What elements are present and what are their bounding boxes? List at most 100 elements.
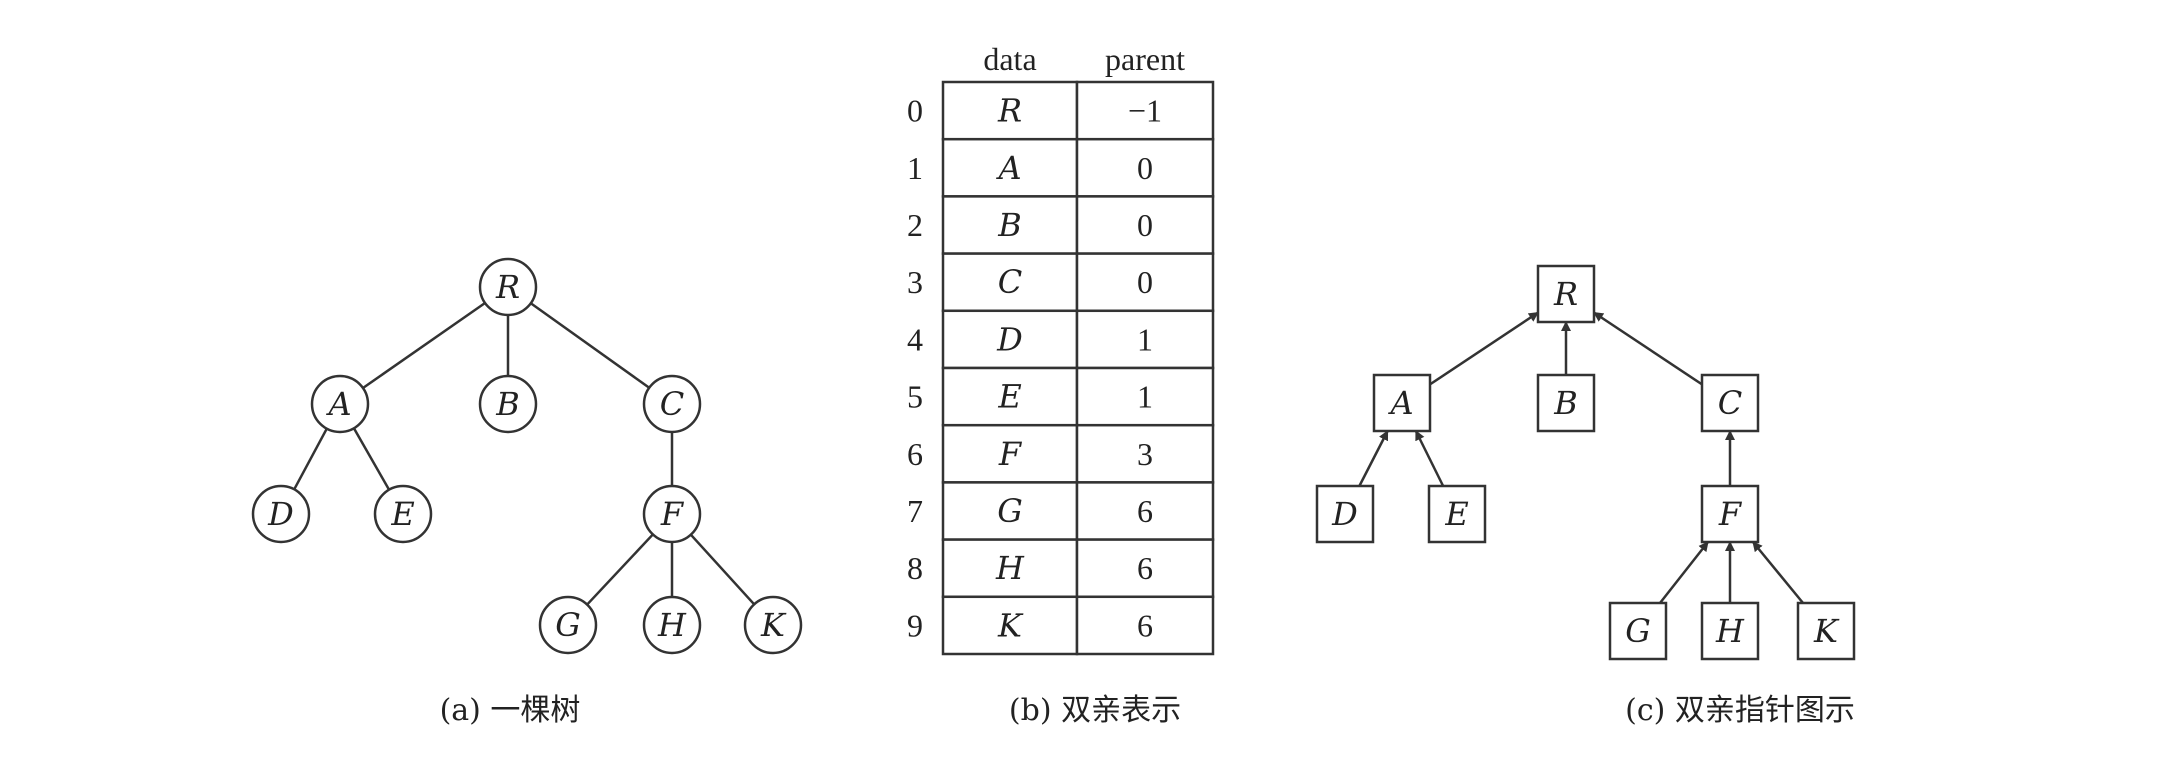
parent-pointer-arrow-k-f xyxy=(1752,541,1804,604)
tree-node-k: K xyxy=(743,595,803,655)
row-index: 8 xyxy=(907,550,923,586)
data-cell xyxy=(941,366,1079,427)
pointer-node-box xyxy=(1372,373,1432,433)
pointer-node-r: R xyxy=(1536,264,1596,324)
data-cell xyxy=(941,423,1079,484)
parent-cell xyxy=(1075,252,1215,313)
pointer-node-e: E xyxy=(1427,484,1487,544)
parent-value: 1 xyxy=(1137,379,1153,415)
pointer-node-box xyxy=(1427,484,1487,544)
pointer-node-k: K xyxy=(1796,601,1856,661)
parent-value: 0 xyxy=(1137,150,1153,186)
tree-edge-r-c xyxy=(530,302,650,389)
tree-node-label: C xyxy=(660,385,684,423)
tree-node-b: B xyxy=(478,374,538,434)
parent-value: 6 xyxy=(1137,607,1153,643)
parent-pointer-arrow-d-a xyxy=(1358,430,1389,487)
tree-node-d: D xyxy=(251,484,311,544)
tree-node-circle xyxy=(538,595,598,655)
pointer-node-box xyxy=(1700,373,1760,433)
table-row: 6 F 3 xyxy=(907,423,1215,484)
tree-node-c: C xyxy=(642,374,702,434)
pointer-node-box xyxy=(1608,601,1668,661)
data-value: K xyxy=(997,606,1024,644)
tree-edge-a-d xyxy=(293,428,328,490)
row-index: 9 xyxy=(907,607,923,643)
row-index: 2 xyxy=(907,207,923,243)
row-index: 0 xyxy=(907,93,923,129)
pointer-node-box xyxy=(1796,601,1856,661)
tree-node-r: R xyxy=(478,257,538,317)
tree-node-g: G xyxy=(538,595,598,655)
pointer-node-label: H xyxy=(1715,612,1745,650)
pointer-node-label: D xyxy=(1331,495,1358,533)
tree-node-label: K xyxy=(760,606,787,644)
parent-value: 1 xyxy=(1137,321,1153,357)
parent-cell xyxy=(1075,366,1215,427)
pointer-node-f: F xyxy=(1700,484,1760,544)
table-row: 7 G 6 xyxy=(907,481,1215,541)
data-value: H xyxy=(995,549,1025,587)
pointer-node-c: C xyxy=(1700,373,1760,433)
data-value: R xyxy=(997,92,1022,130)
data-value: C xyxy=(998,263,1022,301)
caption-parent-pointer: (c) 双亲指针图示 xyxy=(1625,693,1855,728)
tree-node-circle xyxy=(478,257,538,317)
tree-node-circle xyxy=(373,484,433,544)
tree-node-a: A xyxy=(310,374,370,434)
pointer-node-g: G xyxy=(1608,601,1668,661)
parent-cell xyxy=(1075,195,1215,255)
table-row: 9 K 6 xyxy=(907,595,1215,656)
data-cell xyxy=(941,195,1079,255)
pointer-node-label: R xyxy=(1553,275,1578,313)
table-row: 0 R −1 xyxy=(907,80,1215,141)
pointer-node-label: C xyxy=(1718,384,1742,422)
row-index: 7 xyxy=(907,493,923,529)
parent-cell xyxy=(1075,309,1215,370)
pointer-node-d: D xyxy=(1315,484,1375,544)
table-row: 2 B 0 xyxy=(907,195,1215,255)
tree-node-f: F xyxy=(642,484,702,544)
tree-node-circle xyxy=(642,484,702,544)
pointer-node-label: E xyxy=(1444,495,1468,533)
parent-value: 3 xyxy=(1137,436,1153,472)
parent-value: 6 xyxy=(1137,493,1153,529)
pointer-node-label: B xyxy=(1553,384,1578,422)
parent-pointer-arrow-c-r xyxy=(1593,311,1703,386)
row-index: 5 xyxy=(907,379,923,415)
tree-node-circle xyxy=(642,374,702,434)
data-value: A xyxy=(995,149,1021,187)
tree-node-circle xyxy=(310,374,370,434)
tree-node-label: F xyxy=(660,495,685,533)
parent-pointer-arrow-e-a xyxy=(1414,430,1445,487)
parent-value: −1 xyxy=(1128,93,1162,129)
parent-pointer-arrow-g-f xyxy=(1659,541,1709,604)
data-value: G xyxy=(997,492,1023,530)
pointer-node-b: B xyxy=(1536,373,1596,433)
data-value: B xyxy=(997,206,1022,244)
data-value: F xyxy=(998,435,1023,473)
parent-value: 0 xyxy=(1137,207,1153,243)
row-index: 3 xyxy=(907,264,923,300)
pointer-node-label: F xyxy=(1718,495,1743,533)
row-index: 6 xyxy=(907,436,923,472)
pointer-node-box xyxy=(1536,264,1596,324)
tree-node-label: A xyxy=(325,385,351,423)
tree-node-circle xyxy=(642,595,702,655)
pointer-node-box xyxy=(1536,373,1596,433)
tree-node-circle xyxy=(743,595,803,655)
tree-node-h: H xyxy=(642,595,702,655)
tree-edge-f-g xyxy=(586,533,654,606)
data-cell xyxy=(941,538,1079,599)
pointer-node-a: A xyxy=(1372,373,1432,433)
parent-pointer-diagram: R A B C D E F G H K xyxy=(1315,264,1856,661)
tree-node-label: H xyxy=(657,606,687,644)
pointer-node-label: G xyxy=(1625,612,1651,650)
tree-node-label: G xyxy=(555,606,581,644)
